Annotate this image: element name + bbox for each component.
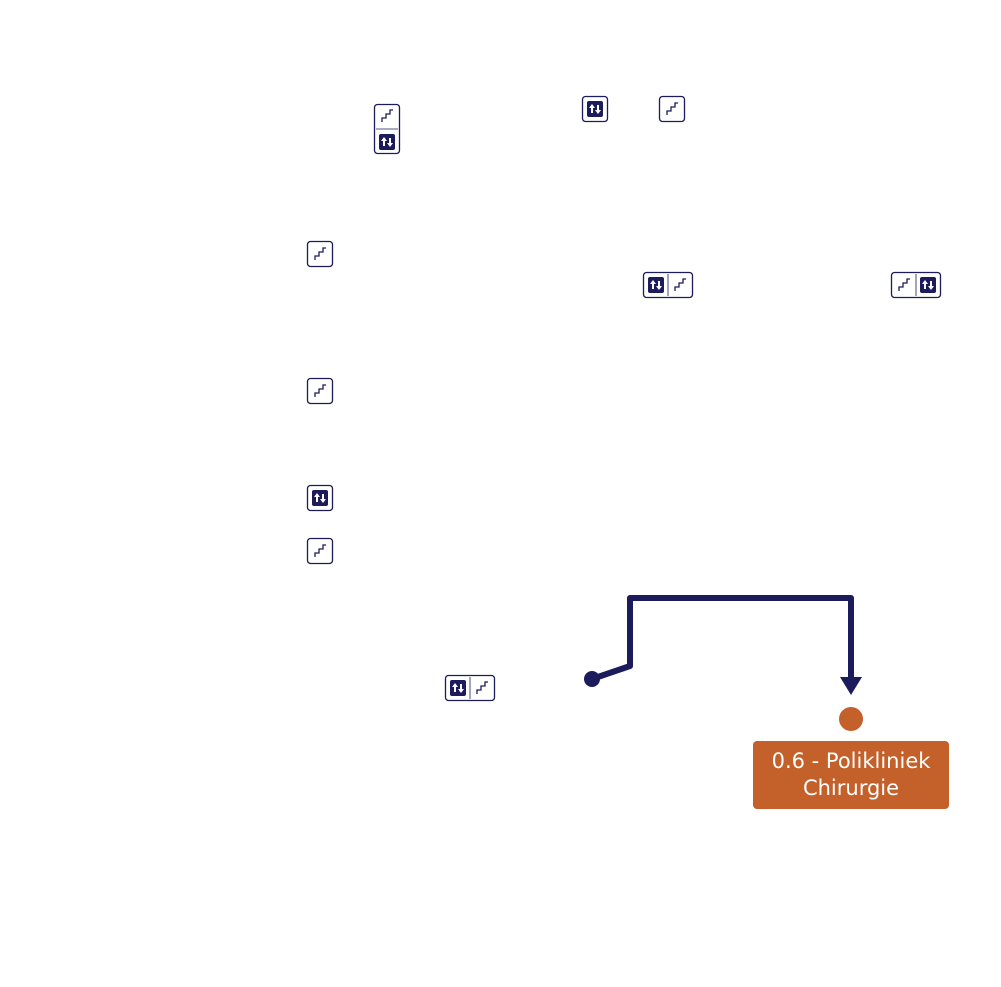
elevator-icon	[581, 95, 609, 123]
elevator-stairs-icon	[642, 271, 694, 299]
stairs-icon	[306, 377, 334, 405]
destination-label[interactable]: 0.6 - Polikliniek Chirurgie	[753, 741, 949, 809]
stairs-elevator-icon	[890, 271, 942, 299]
stairs-icon	[306, 537, 334, 565]
elevator-stairs-icon	[444, 674, 496, 702]
destination-label-line1: 0.6 - Polikliniek	[771, 749, 931, 773]
destination-dot-icon	[839, 707, 863, 731]
route-line	[589, 595, 854, 683]
route-start-dot-icon	[584, 671, 600, 687]
stairs-icon	[658, 95, 686, 123]
stairs-elevator-icon	[373, 103, 401, 155]
stairs-icon	[306, 240, 334, 268]
destination-label-line2: Chirurgie	[802, 776, 900, 800]
elevator-icon	[306, 484, 334, 512]
route-arrow-icon	[840, 677, 862, 695]
